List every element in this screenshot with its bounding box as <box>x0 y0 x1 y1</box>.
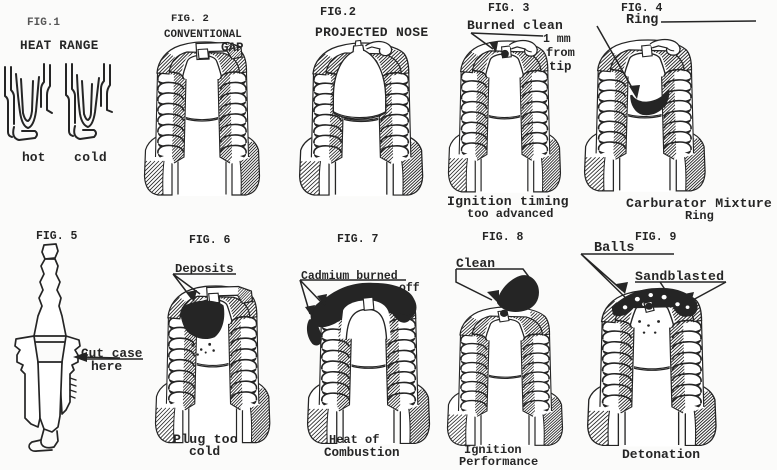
svg-text:FIG. 3: FIG. 3 <box>488 2 530 15</box>
svg-text:FIG. 9: FIG. 9 <box>635 231 677 244</box>
svg-text:hot: hot <box>22 150 45 165</box>
svg-text:1 mm: 1 mm <box>543 33 571 46</box>
svg-text:FIG.1: FIG.1 <box>27 17 60 29</box>
svg-text:FIG. 8: FIG. 8 <box>482 231 524 244</box>
svg-text:FIG.2: FIG.2 <box>320 5 356 19</box>
svg-text:Ignition: Ignition <box>464 443 522 457</box>
svg-text:FIG. 7: FIG. 7 <box>337 233 379 246</box>
svg-text:FIG. 6: FIG. 6 <box>189 234 231 247</box>
svg-text:Balls: Balls <box>594 241 635 256</box>
svg-text:off: off <box>399 282 420 295</box>
svg-text:Sandblasted: Sandblasted <box>635 269 724 284</box>
svg-text:Detonation: Detonation <box>622 447 700 462</box>
svg-text:HEAT RANGE: HEAT RANGE <box>20 39 99 53</box>
svg-text:Burned clean: Burned clean <box>467 18 563 33</box>
svg-text:PROJECTED NOSE: PROJECTED NOSE <box>315 25 428 40</box>
svg-text:cold: cold <box>74 150 107 165</box>
svg-text:Clean: Clean <box>456 256 495 271</box>
svg-text:Performance: Performance <box>459 455 538 469</box>
svg-text:cold: cold <box>189 444 220 459</box>
svg-text:from: from <box>546 46 575 60</box>
svg-text:Plug too: Plug too <box>173 432 238 447</box>
svg-text:here: here <box>91 359 122 374</box>
svg-text:too advanced: too advanced <box>467 207 553 221</box>
svg-text:Heat of: Heat of <box>329 433 379 447</box>
svg-text:Cadmium burned: Cadmium burned <box>301 270 398 283</box>
svg-text:GAP: GAP <box>221 41 244 55</box>
svg-text:Cut case: Cut case <box>81 346 143 361</box>
svg-text:FIG. 5: FIG. 5 <box>36 230 78 243</box>
svg-text:Ignition timing: Ignition timing <box>447 194 569 209</box>
svg-text:tip: tip <box>549 60 572 74</box>
svg-text:Ring: Ring <box>626 13 658 28</box>
svg-text:Combustion: Combustion <box>324 446 400 460</box>
svg-text:Carburator Mixture: Carburator Mixture <box>626 196 772 211</box>
svg-text:Ring: Ring <box>685 209 714 223</box>
svg-text:CONVENTIONAL: CONVENTIONAL <box>164 29 242 41</box>
svg-text:Deposits: Deposits <box>175 262 234 276</box>
svg-text:FIG. 4: FIG. 4 <box>621 2 663 15</box>
svg-text:FIG. 2: FIG. 2 <box>171 13 209 25</box>
